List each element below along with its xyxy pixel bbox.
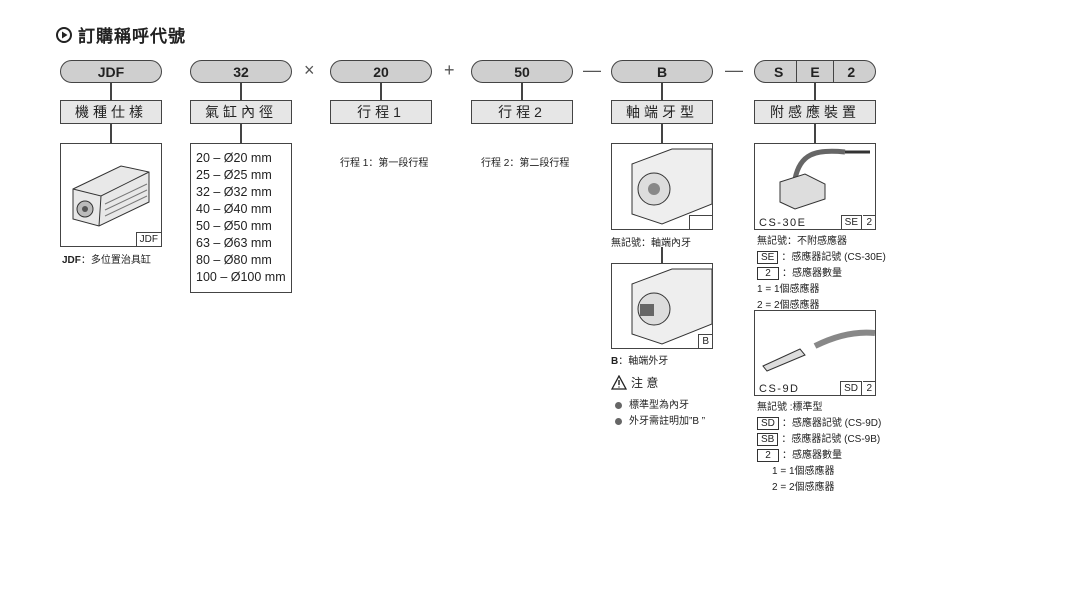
- caution-heading: 注 意: [611, 374, 658, 391]
- label-sensor: 附感應裝置: [754, 100, 876, 124]
- model-tag: JDF: [135, 232, 161, 246]
- section-title: 訂購稱呼代號: [56, 22, 186, 47]
- bullet-icon: [615, 417, 622, 425]
- code-thread: B: [611, 60, 713, 83]
- bore-size-item: 100 – Ø100 mm: [196, 270, 286, 284]
- thread-internal-image: [611, 143, 713, 230]
- code-stroke1: 20: [330, 60, 432, 83]
- times-operator: ×: [304, 60, 315, 80]
- label-bore: 氣缸內徑: [190, 100, 292, 124]
- stroke2-note: 行程 2：第二段行程: [481, 158, 570, 169]
- sensor-b-notes: 無記號 :標準型 SD：感應器記號 (CS-9D) SB：感應器記號 (CS-9…: [757, 402, 882, 493]
- caution-item: 標準型為內牙: [615, 396, 689, 411]
- model-image: JDF: [60, 143, 162, 247]
- sensor-cs9d-image: CS-9D SD 2: [754, 310, 876, 396]
- plus-operator: +: [444, 60, 455, 80]
- thread-tag-b: B: [698, 334, 712, 348]
- sensor-model-label: CS-9D: [759, 383, 800, 395]
- sensor-tag-code: SD: [840, 381, 862, 395]
- cylinder-image: [72, 165, 150, 227]
- dash-operator: —: [583, 60, 601, 80]
- sensor-model-label: CS-30E: [759, 217, 807, 229]
- sensor-a-notes: 無記號：不附感應器 SE：感應器記號 (CS-30E) 2：感應器數量 1 = …: [757, 236, 886, 311]
- bore-size-item: 20 – Ø20 mm: [196, 151, 272, 165]
- sensor-tag-num: 2: [863, 215, 875, 229]
- sensor-tag-num: 2: [863, 381, 875, 395]
- sensor-cs30e-image: CS-30E SE 2: [754, 143, 876, 230]
- sensor-cs30e-drawing: [779, 148, 870, 210]
- bullet-icon: [615, 401, 622, 409]
- thread-note-internal: 無記號：軸端內牙: [611, 238, 691, 249]
- title-text: 訂購稱呼代號: [78, 27, 186, 46]
- sensor-tag-code: SE: [840, 215, 862, 229]
- bore-size-item: 40 – Ø40 mm: [196, 202, 272, 216]
- code-model: JDF: [60, 60, 162, 83]
- caution-item: 外牙需註明加”B ”: [615, 412, 705, 427]
- dash-operator: —: [725, 60, 743, 80]
- label-stroke1: 行程1: [330, 100, 432, 124]
- model-note: JDF：多位置治具缸: [62, 255, 151, 266]
- bore-size-item: 50 – Ø50 mm: [196, 219, 272, 233]
- stroke1-note: 行程 1：第一段行程: [340, 158, 429, 169]
- bore-size-item: 80 – Ø80 mm: [196, 253, 272, 267]
- cylinder-internal-thread-image: [631, 148, 713, 225]
- bore-size-item: 25 – Ø25 mm: [196, 168, 272, 182]
- sensor-cs9d-drawing: [762, 329, 876, 372]
- label-stroke2: 行程2: [471, 100, 573, 124]
- code-bore: 32: [190, 60, 292, 83]
- cylinder-external-thread-image: [631, 268, 713, 345]
- code-stroke2: 50: [471, 60, 573, 83]
- bore-size-item: 32 – Ø32 mm: [196, 185, 272, 199]
- bore-size-item: 63 – Ø63 mm: [196, 236, 272, 250]
- label-model: 機種仕樣: [60, 100, 162, 124]
- play-circle-icon: [56, 26, 72, 43]
- bore-size-list: 20 – Ø20 mm 25 – Ø25 mm 32 – Ø32 mm 40 –…: [190, 143, 292, 293]
- label-thread: 軸端牙型: [611, 100, 713, 124]
- thread-tag-empty: [689, 215, 712, 229]
- thread-note-external: B：軸端外牙: [611, 356, 669, 367]
- warning-icon: [611, 375, 627, 390]
- thread-external-image: B: [611, 263, 713, 349]
